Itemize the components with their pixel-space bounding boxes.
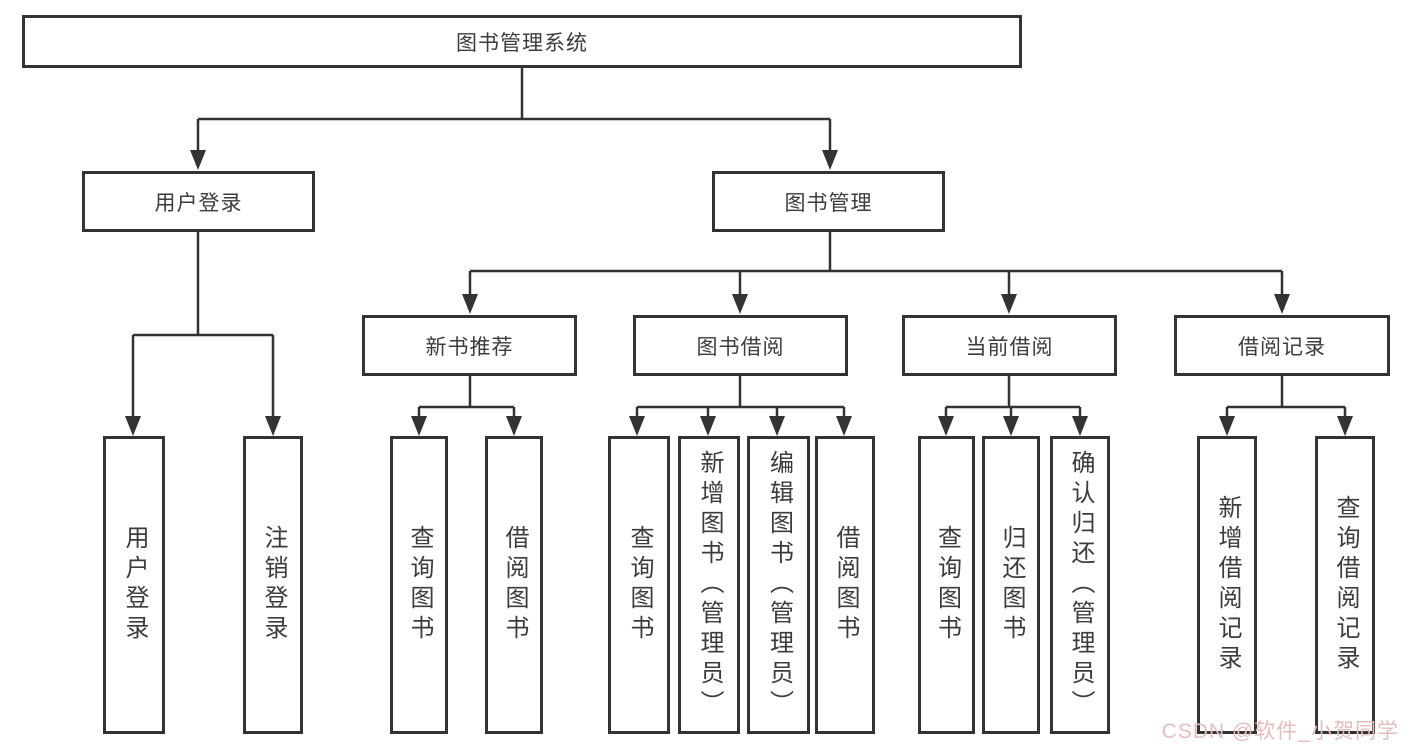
leaf-confirm-return-admin: 确认归还（管理员） bbox=[1050, 436, 1110, 734]
arrow-down-icon bbox=[629, 416, 645, 436]
csdn-watermark: CSDN @软件_小贺同学 bbox=[1161, 720, 1399, 743]
leaf-label: 确认归还（管理员） bbox=[1067, 450, 1094, 720]
leaf-label: 归还图书 bbox=[998, 525, 1025, 645]
leaf-query-books-borrow: 查询图书 bbox=[608, 436, 670, 734]
arrow-down-icon bbox=[1003, 416, 1019, 436]
node-current-borrow: 当前借阅 bbox=[902, 315, 1117, 376]
node-book-borrow: 图书借阅 bbox=[633, 315, 848, 376]
node-borrow-record: 借阅记录 bbox=[1174, 315, 1390, 376]
node-root: 图书管理系统 bbox=[22, 15, 1022, 68]
leaf-query-books-current: 查询图书 bbox=[918, 436, 975, 734]
arrow-down-icon bbox=[125, 416, 141, 436]
leaf-query-borrow-record: 查询借阅记录 bbox=[1315, 436, 1375, 734]
leaf-borrow-books: 借阅图书 bbox=[815, 436, 875, 734]
leaf-return-books: 归还图书 bbox=[982, 436, 1040, 734]
leaf-query-books-recommend: 查询图书 bbox=[390, 436, 448, 734]
node-book-borrow-label: 图书借阅 bbox=[696, 335, 785, 359]
leaf-label: 查询图书 bbox=[933, 525, 961, 645]
arrowheads bbox=[125, 150, 1353, 436]
leaf-label: 用户登录 bbox=[121, 525, 148, 645]
leaf-edit-books-admin: 编辑图书（管理员） bbox=[747, 436, 810, 734]
leaf-borrow-books-recommend: 借阅图书 bbox=[485, 436, 543, 734]
node-borrow-record-label: 借阅记录 bbox=[1238, 335, 1326, 359]
node-book-management-label: 图书管理 bbox=[784, 191, 873, 215]
arrow-down-icon bbox=[822, 150, 838, 170]
leaf-label: 查询图书 bbox=[406, 525, 433, 645]
leaf-label: 注销登录 bbox=[260, 525, 287, 645]
connector-path bbox=[131, 68, 1347, 418]
arrow-down-icon bbox=[836, 416, 852, 436]
leaf-add-borrow-record: 新增借阅记录 bbox=[1197, 436, 1257, 734]
arrow-down-icon bbox=[938, 416, 954, 436]
arrow-down-icon bbox=[462, 294, 478, 314]
arrow-down-icon bbox=[1072, 416, 1088, 436]
leaf-label: 借阅图书 bbox=[501, 525, 528, 645]
arrow-down-icon bbox=[265, 416, 281, 436]
leaf-user-login: 用户登录 bbox=[103, 436, 165, 734]
arrow-down-icon bbox=[1337, 416, 1353, 436]
node-current-borrow-label: 当前借阅 bbox=[965, 335, 1054, 359]
leaf-label: 新增借阅记录 bbox=[1214, 495, 1241, 675]
arrow-down-icon bbox=[732, 294, 748, 314]
arrow-down-icon bbox=[190, 150, 206, 170]
leaf-label: 查询图书 bbox=[626, 525, 653, 645]
arrow-down-icon bbox=[700, 416, 716, 436]
node-root-label: 图书管理系统 bbox=[456, 31, 588, 55]
node-user-login-label: 用户登录 bbox=[154, 191, 243, 215]
node-user-login: 用户登录 bbox=[82, 171, 315, 232]
leaf-label: 编辑图书（管理员） bbox=[765, 450, 793, 720]
arrow-down-icon bbox=[1001, 294, 1017, 314]
arrow-down-icon bbox=[411, 416, 427, 436]
leaf-label: 查询借阅记录 bbox=[1332, 495, 1359, 675]
node-new-book-recommend: 新书推荐 bbox=[362, 315, 577, 376]
arrow-down-icon bbox=[1219, 416, 1235, 436]
node-new-book-recommend-label: 新书推荐 bbox=[425, 335, 514, 359]
leaf-label: 借阅图书 bbox=[832, 525, 859, 645]
arrow-down-icon bbox=[769, 416, 785, 436]
leaf-logout: 注销登录 bbox=[243, 436, 303, 734]
node-book-management: 图书管理 bbox=[712, 171, 945, 232]
leaf-add-books-admin: 新增图书（管理员） bbox=[678, 436, 740, 734]
leaf-label: 新增图书（管理员） bbox=[696, 450, 723, 720]
arrow-down-icon bbox=[506, 416, 522, 436]
arrow-down-icon bbox=[1274, 294, 1290, 314]
